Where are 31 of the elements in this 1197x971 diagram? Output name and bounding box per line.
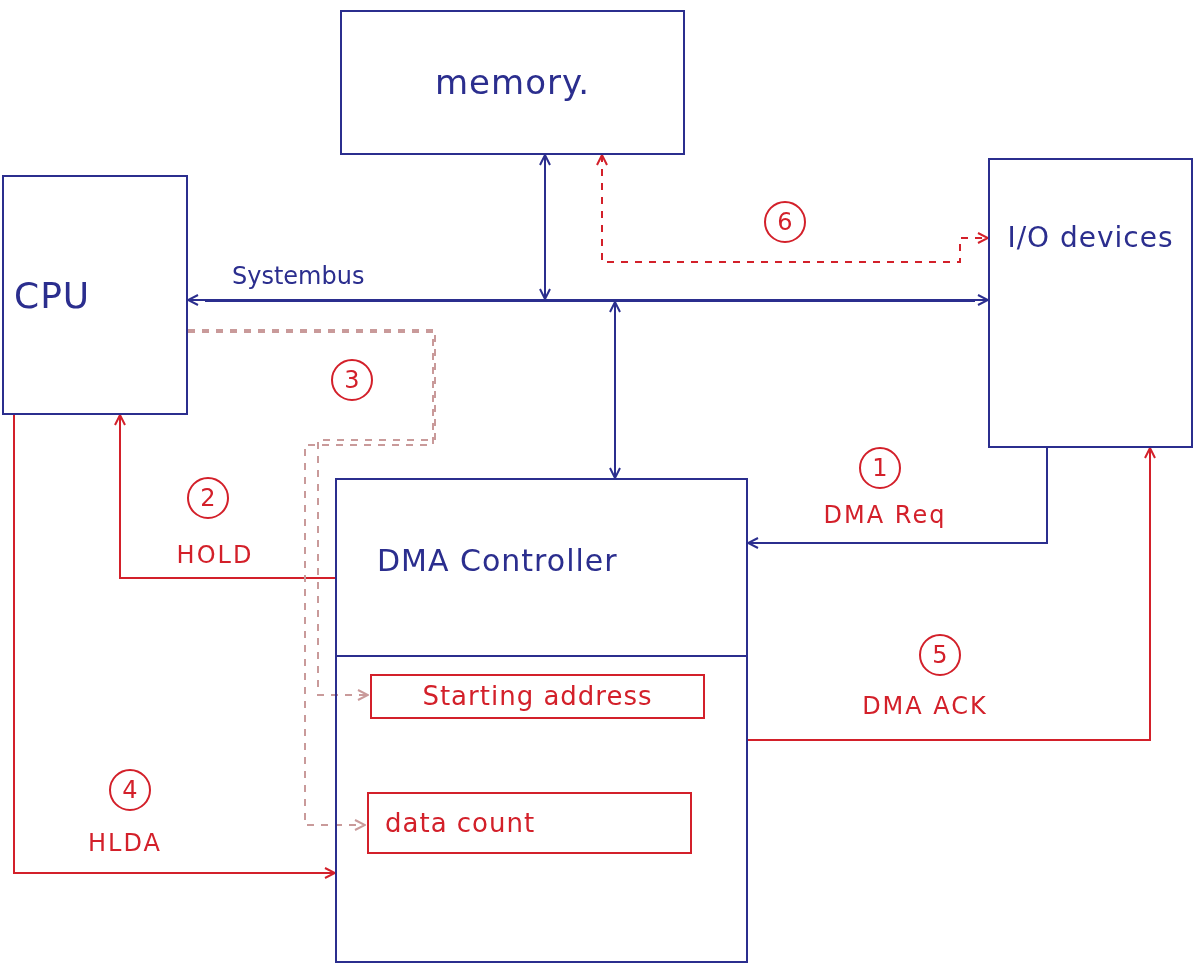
device-box [988, 158, 1193, 448]
block-label: DMA Controller [377, 542, 618, 580]
arrow [747, 447, 1156, 741]
dashed-arrow [187, 331, 434, 831]
arrow [747, 447, 1048, 549]
register-box [370, 674, 705, 719]
callout-number: 6 [764, 201, 806, 243]
callout-number: 3 [331, 359, 373, 401]
arrow [974, 294, 989, 306]
controller-box [335, 478, 748, 963]
block-label: Starting address [422, 680, 653, 713]
callout-number: 2 [187, 477, 229, 519]
system-bus-line [205, 299, 975, 302]
register-box [367, 792, 692, 854]
dashed-arrow [187, 329, 436, 701]
arrow [539, 154, 551, 300]
callout-number: 1 [859, 447, 901, 489]
memory-box [340, 10, 685, 155]
cpu-box [2, 175, 188, 415]
arrow [114, 414, 336, 579]
block-label: memory. [435, 61, 590, 104]
arrow [609, 301, 621, 479]
arrow [187, 294, 206, 306]
block-label: I/O devices [1007, 220, 1174, 255]
block-label: CPU [14, 273, 91, 318]
callout-number: 5 [919, 634, 961, 676]
arrow [13, 414, 336, 879]
block-label: data count [385, 806, 536, 840]
bus-label: Systembus [232, 262, 365, 290]
dashed-arrow [596, 154, 989, 263]
callout-number: 4 [109, 769, 151, 811]
